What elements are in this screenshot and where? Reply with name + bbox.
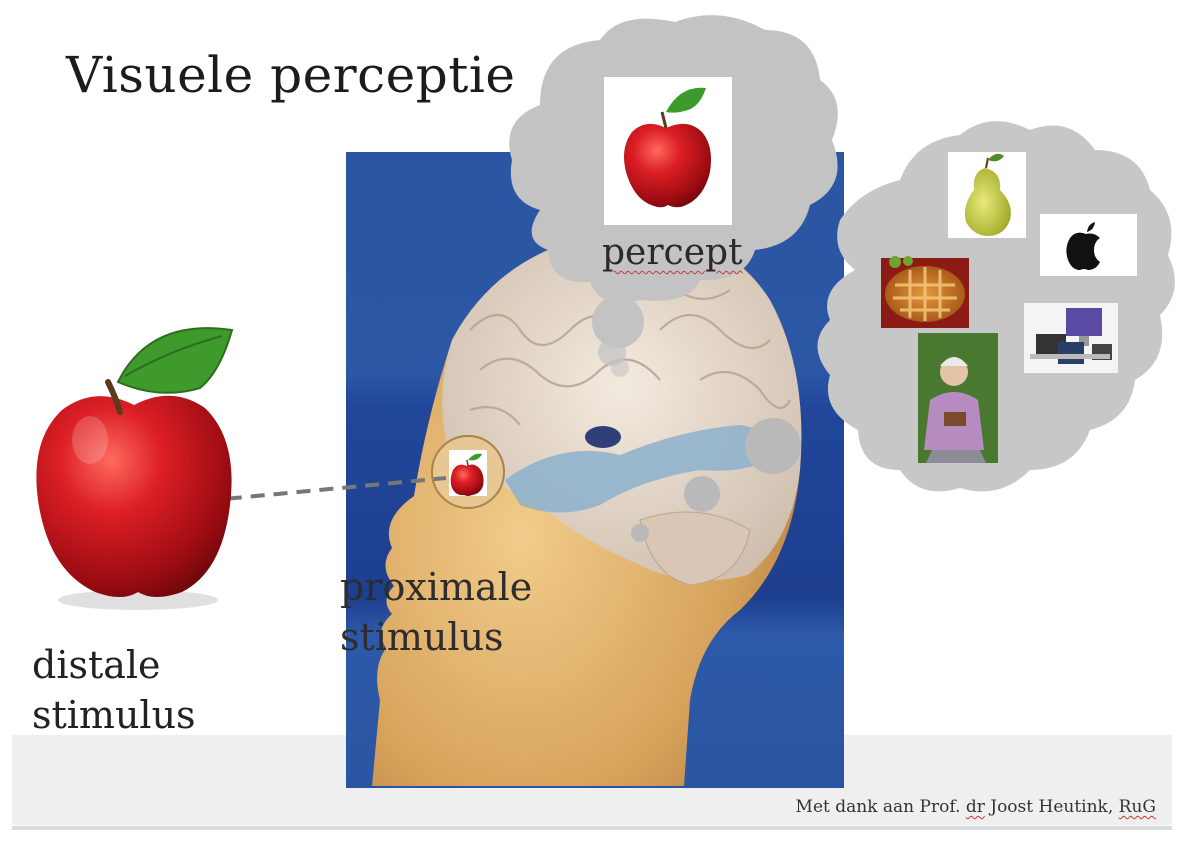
thought-bubble (684, 476, 720, 512)
credit-dr: dr (966, 797, 985, 817)
credit-prefix: Met dank aan Prof. (796, 797, 966, 817)
proximal-label-line2: stimulus (340, 612, 532, 662)
proximal-label-line1: proximale (340, 562, 532, 612)
distal-label-line2: stimulus (32, 690, 196, 740)
distal-apple (36, 328, 232, 610)
grandmother-photo (918, 333, 998, 463)
lgn-marker (585, 426, 621, 448)
head-silhouette (372, 231, 801, 786)
thought-bubble (745, 418, 801, 474)
distal-stimulus-label: distale stimulus (32, 640, 196, 740)
distal-label-line1: distale (32, 640, 196, 690)
proximal-stimulus-label: proximale stimulus (340, 562, 532, 662)
percept-label: percept (602, 232, 743, 273)
credit-text: Met dank aan Prof. dr Joost Heutink, RuG (796, 797, 1156, 817)
credit-institution: RuG (1119, 797, 1156, 817)
thought-bubble (631, 524, 649, 542)
credit-middle: Joost Heutink, (985, 797, 1119, 817)
slide-title: Visuele perceptie (66, 46, 515, 104)
